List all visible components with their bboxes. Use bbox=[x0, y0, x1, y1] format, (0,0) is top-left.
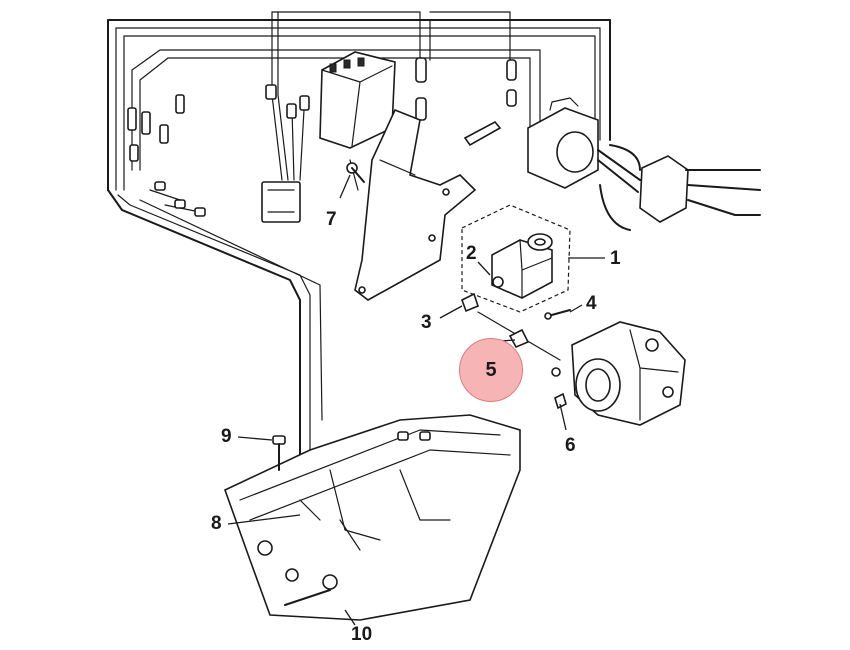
link-rod-5 bbox=[477, 311, 561, 361]
callout-3: 3 bbox=[421, 312, 432, 333]
solenoid-assembly bbox=[461, 204, 571, 313]
carburetor bbox=[551, 321, 686, 426]
callout-7: 7 bbox=[326, 209, 337, 230]
callout-5: 5 bbox=[485, 358, 497, 381]
screw-4 bbox=[544, 309, 571, 320]
harness-top bbox=[107, 11, 611, 191]
regulator-unit bbox=[261, 84, 310, 223]
callout-10: 10 bbox=[351, 624, 373, 645]
starter-motor bbox=[527, 97, 761, 231]
plug-3 bbox=[461, 292, 479, 313]
callout-9: 9 bbox=[221, 426, 232, 447]
screw-7 bbox=[346, 162, 365, 183]
leader-lines bbox=[227, 174, 605, 626]
callout-8: 8 bbox=[211, 513, 222, 534]
lower-housing bbox=[224, 414, 521, 621]
callout-5-highlight: 5 bbox=[459, 338, 523, 402]
plug-caps bbox=[415, 57, 517, 147]
connectors-left bbox=[127, 94, 206, 217]
callout-2: 2 bbox=[466, 243, 477, 264]
callout-6: 6 bbox=[565, 435, 576, 456]
screw-9 bbox=[272, 435, 286, 471]
bracket-plate bbox=[349, 108, 477, 301]
callout-4: 4 bbox=[586, 293, 597, 314]
callout-1: 1 bbox=[610, 248, 621, 269]
harness-left-down bbox=[107, 189, 323, 501]
